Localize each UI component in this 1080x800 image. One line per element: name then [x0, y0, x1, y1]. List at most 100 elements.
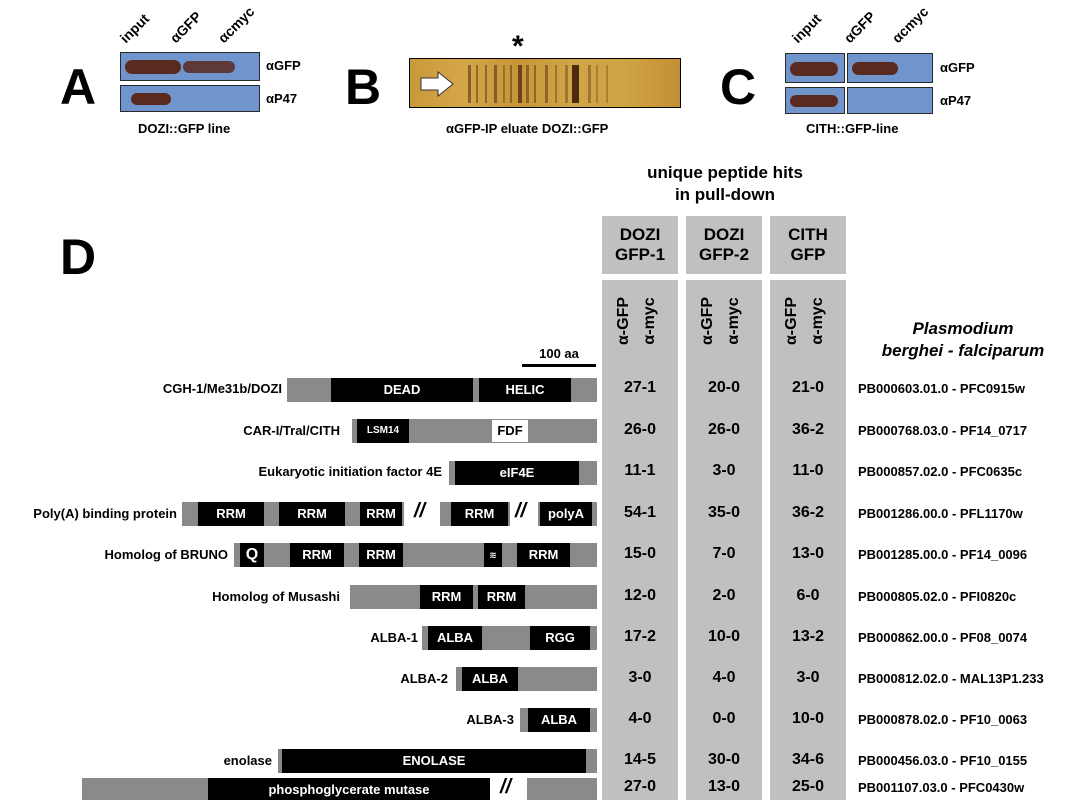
peptide-hit-value: 11-0 [792, 462, 824, 479]
scale-bar [522, 364, 596, 367]
peptide-hit-value: 36-2 [791, 421, 825, 438]
band [790, 62, 838, 76]
blot-ap47 [120, 85, 260, 112]
protein-name: CAR-I/Tral/CITH [243, 423, 340, 438]
lane-label-agfp: αGFP [840, 8, 879, 46]
gene-id: PB000862.00.0 - PF08_0074 [858, 630, 1028, 645]
peptide-hit-value: 34-6 [791, 751, 825, 768]
lane-label-acmyc: αcmyc [214, 3, 258, 46]
domain-phosphoglycerate-mutase: phosphoglycerate mutase [208, 778, 490, 800]
lane-label-agfp: αGFP [166, 8, 205, 46]
domain-helic: HELIC [479, 378, 571, 402]
peptide-hit-value: 0-0 [712, 710, 736, 727]
gel-bands [468, 65, 608, 103]
domain-rrm: RRM [290, 543, 344, 567]
domain-rrm: RRM [451, 502, 508, 526]
peptide-hit-value: 15-0 [623, 545, 657, 562]
peptide-hit-value: 36-2 [791, 504, 825, 521]
gene-id: PB001285.00.0 - PF14_0096 [858, 547, 1028, 562]
peptide-hit-value: 10-0 [791, 710, 825, 727]
domain-rrm: RRM [279, 502, 345, 526]
peptide-hit-value: 27-0 [623, 778, 657, 795]
domain-fdf: FDF [492, 420, 528, 442]
antibody-label-agfp: αGFP [266, 58, 301, 73]
protein-bar [350, 585, 597, 609]
domain-rgg: RGG [530, 626, 590, 650]
panel-letter-a: A [60, 59, 97, 115]
peptide-hit-value: 13-2 [791, 628, 825, 645]
column-header-box [770, 216, 846, 274]
blot-c-ap47-left [785, 87, 845, 114]
peptide-hit-value: 26-0 [707, 421, 741, 438]
gene-id: PB000603.01.0 - PFC0915w [858, 381, 1025, 396]
domain-rrm: RRM [478, 585, 525, 609]
column-header-box [686, 216, 762, 274]
band [852, 62, 898, 75]
domain-alba: ALBA [462, 667, 518, 691]
blot-agfp [120, 52, 260, 81]
peptide-hit-value: 26-0 [623, 421, 657, 438]
protein-name: Poly(A) binding protein [33, 506, 177, 521]
sub-label-amyc: α-myc [641, 297, 658, 345]
protein-name: ALBA-3 [466, 712, 514, 727]
column-header-box [602, 216, 678, 274]
peptide-hit-value: 4-0 [628, 710, 652, 727]
sub-label-amyc: α-myc [809, 297, 826, 345]
protein-bar [527, 778, 597, 800]
gene-id: PB000805.02.0 - PFI0820c [858, 589, 1017, 604]
peptide-hit-value: 27-1 [623, 379, 657, 396]
peptide-hit-value: 13-0 [707, 778, 741, 795]
panel-letter-b: B [345, 59, 382, 115]
peptide-hit-value: 14-5 [623, 751, 657, 768]
peptide-hit-value: 12-0 [623, 587, 657, 604]
domain-polya: polyA [540, 502, 592, 526]
domain-rrm: RRM [360, 502, 402, 526]
protein-name: ALBA-2 [400, 671, 448, 686]
break-marker: // [515, 500, 527, 522]
domain-q: Q [240, 543, 264, 567]
protein-name: ALBA-1 [370, 630, 418, 645]
break-marker: // [500, 776, 512, 798]
peptide-hit-value: 21-0 [791, 379, 825, 396]
panel-b-caption: αGFP-IP eluate DOZI::GFP [446, 121, 609, 136]
arrow-icon [420, 71, 454, 97]
band [790, 95, 838, 107]
column-body-box [602, 280, 678, 800]
peptide-hit-value: 25-0 [791, 778, 825, 795]
panel-a-caption: DOZI::GFP line [138, 121, 231, 136]
domain-lsm14: LSM14 [357, 419, 409, 443]
antibody-label-ap47: αP47 [266, 91, 298, 106]
domain-rrm: RRM [420, 585, 473, 609]
gene-id: PB001286.00.0 - PFL1170w [858, 506, 1023, 521]
gene-id: PB000857.02.0 - PFC0635c [858, 464, 1023, 479]
lane-label-input: input [116, 10, 153, 46]
domain-dead: DEAD [331, 378, 473, 402]
domain-rrm: RRM [198, 502, 264, 526]
column-title-dozi-gfp-1: DOZI GFP-1 [614, 225, 666, 264]
peptide-hit-value: 20-0 [707, 379, 741, 396]
domain-enolase: ENOLASE [282, 749, 586, 773]
break-marker: // [414, 500, 426, 522]
peptide-hit-value: 6-0 [796, 587, 820, 604]
domain-alba: ALBA [528, 708, 590, 732]
blot-c-agfp-right [847, 53, 933, 83]
gene-id: PB000878.02.0 - PF10_0063 [858, 712, 1028, 727]
domain-rrm: RRM [359, 543, 403, 567]
star-marker: * [512, 30, 524, 63]
peptide-hit-value: 3-0 [712, 462, 736, 479]
band [183, 61, 235, 73]
band [131, 93, 171, 105]
sub-label-agfp: α-GFP [699, 296, 716, 346]
antibody-label-agfp: αGFP [940, 60, 975, 75]
lane-label-acmyc: αcmyc [888, 3, 932, 46]
peptide-hit-value: 35-0 [707, 504, 741, 521]
panel-c-caption: CITH::GFP-line [806, 121, 899, 136]
peptide-hit-value: 17-2 [623, 628, 657, 645]
peptide-hit-value: 7-0 [712, 545, 736, 562]
peptide-hit-value: 11-1 [624, 462, 656, 479]
protein-name: Homolog of Musashi [212, 589, 340, 604]
column-title-dozi-gfp-2: DOZI GFP-2 [698, 225, 750, 264]
blot-c-ap47-right [847, 87, 933, 114]
band [125, 60, 181, 74]
peptide-hit-value: 54-1 [623, 504, 657, 521]
